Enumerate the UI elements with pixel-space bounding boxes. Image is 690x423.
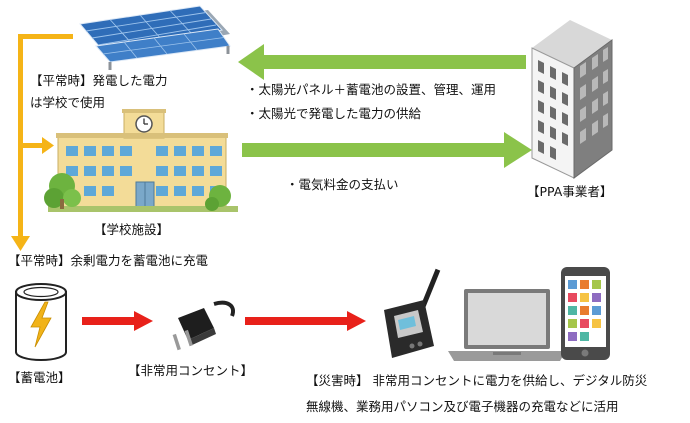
yellow-arrow-down — [11, 236, 30, 251]
disaster-label-line2: 無線機、業務用パソコン及び電子機器の充電などに活用 — [306, 399, 619, 414]
lightning-icon — [30, 301, 52, 348]
normal-generation-label-line1: 【平常時】発電した電力 — [30, 73, 168, 88]
normal-generation-label-line2: は学校で使用 — [30, 95, 106, 110]
green-arrow-right-head — [504, 132, 532, 168]
smartphone-icon — [561, 267, 610, 360]
office-building-icon — [531, 20, 613, 179]
battery-label: 【蓄電池】 — [8, 370, 71, 385]
ppa-provider-label: 【PPA事業者】 — [527, 184, 613, 199]
yellow-arrow-to-school — [42, 137, 54, 154]
radio-icon — [384, 268, 441, 358]
solar-panel-icon — [79, 5, 231, 70]
battery-icon — [15, 283, 67, 361]
disaster-label-line1: 【災害時】 非常用コンセントに電力を供給し、デジタル防災 — [306, 373, 648, 388]
laptop-icon — [448, 289, 566, 361]
ppa-service-label-line1: ・太陽光パネル＋蓄電池の設置、管理、運用 — [246, 82, 497, 97]
school-building-icon — [44, 109, 238, 212]
green-arrows — [238, 44, 532, 168]
red-arrows — [82, 311, 366, 331]
emergency-outlet-label: 【非常用コンセント】 — [128, 363, 254, 378]
green-arrow-left-head — [238, 44, 264, 80]
normal-surplus-label: 【平常時】余剰電力を蓄電池に充電 — [8, 253, 209, 268]
school-label: 【学校施設】 — [94, 222, 170, 237]
power-plug-icon — [172, 300, 235, 351]
ppa-service-label-line2: ・太陽光で発電した電力の供給 — [246, 106, 422, 121]
yellow-flow-lines — [11, 34, 73, 251]
payment-label: ・電気料金の支払い — [286, 177, 399, 192]
